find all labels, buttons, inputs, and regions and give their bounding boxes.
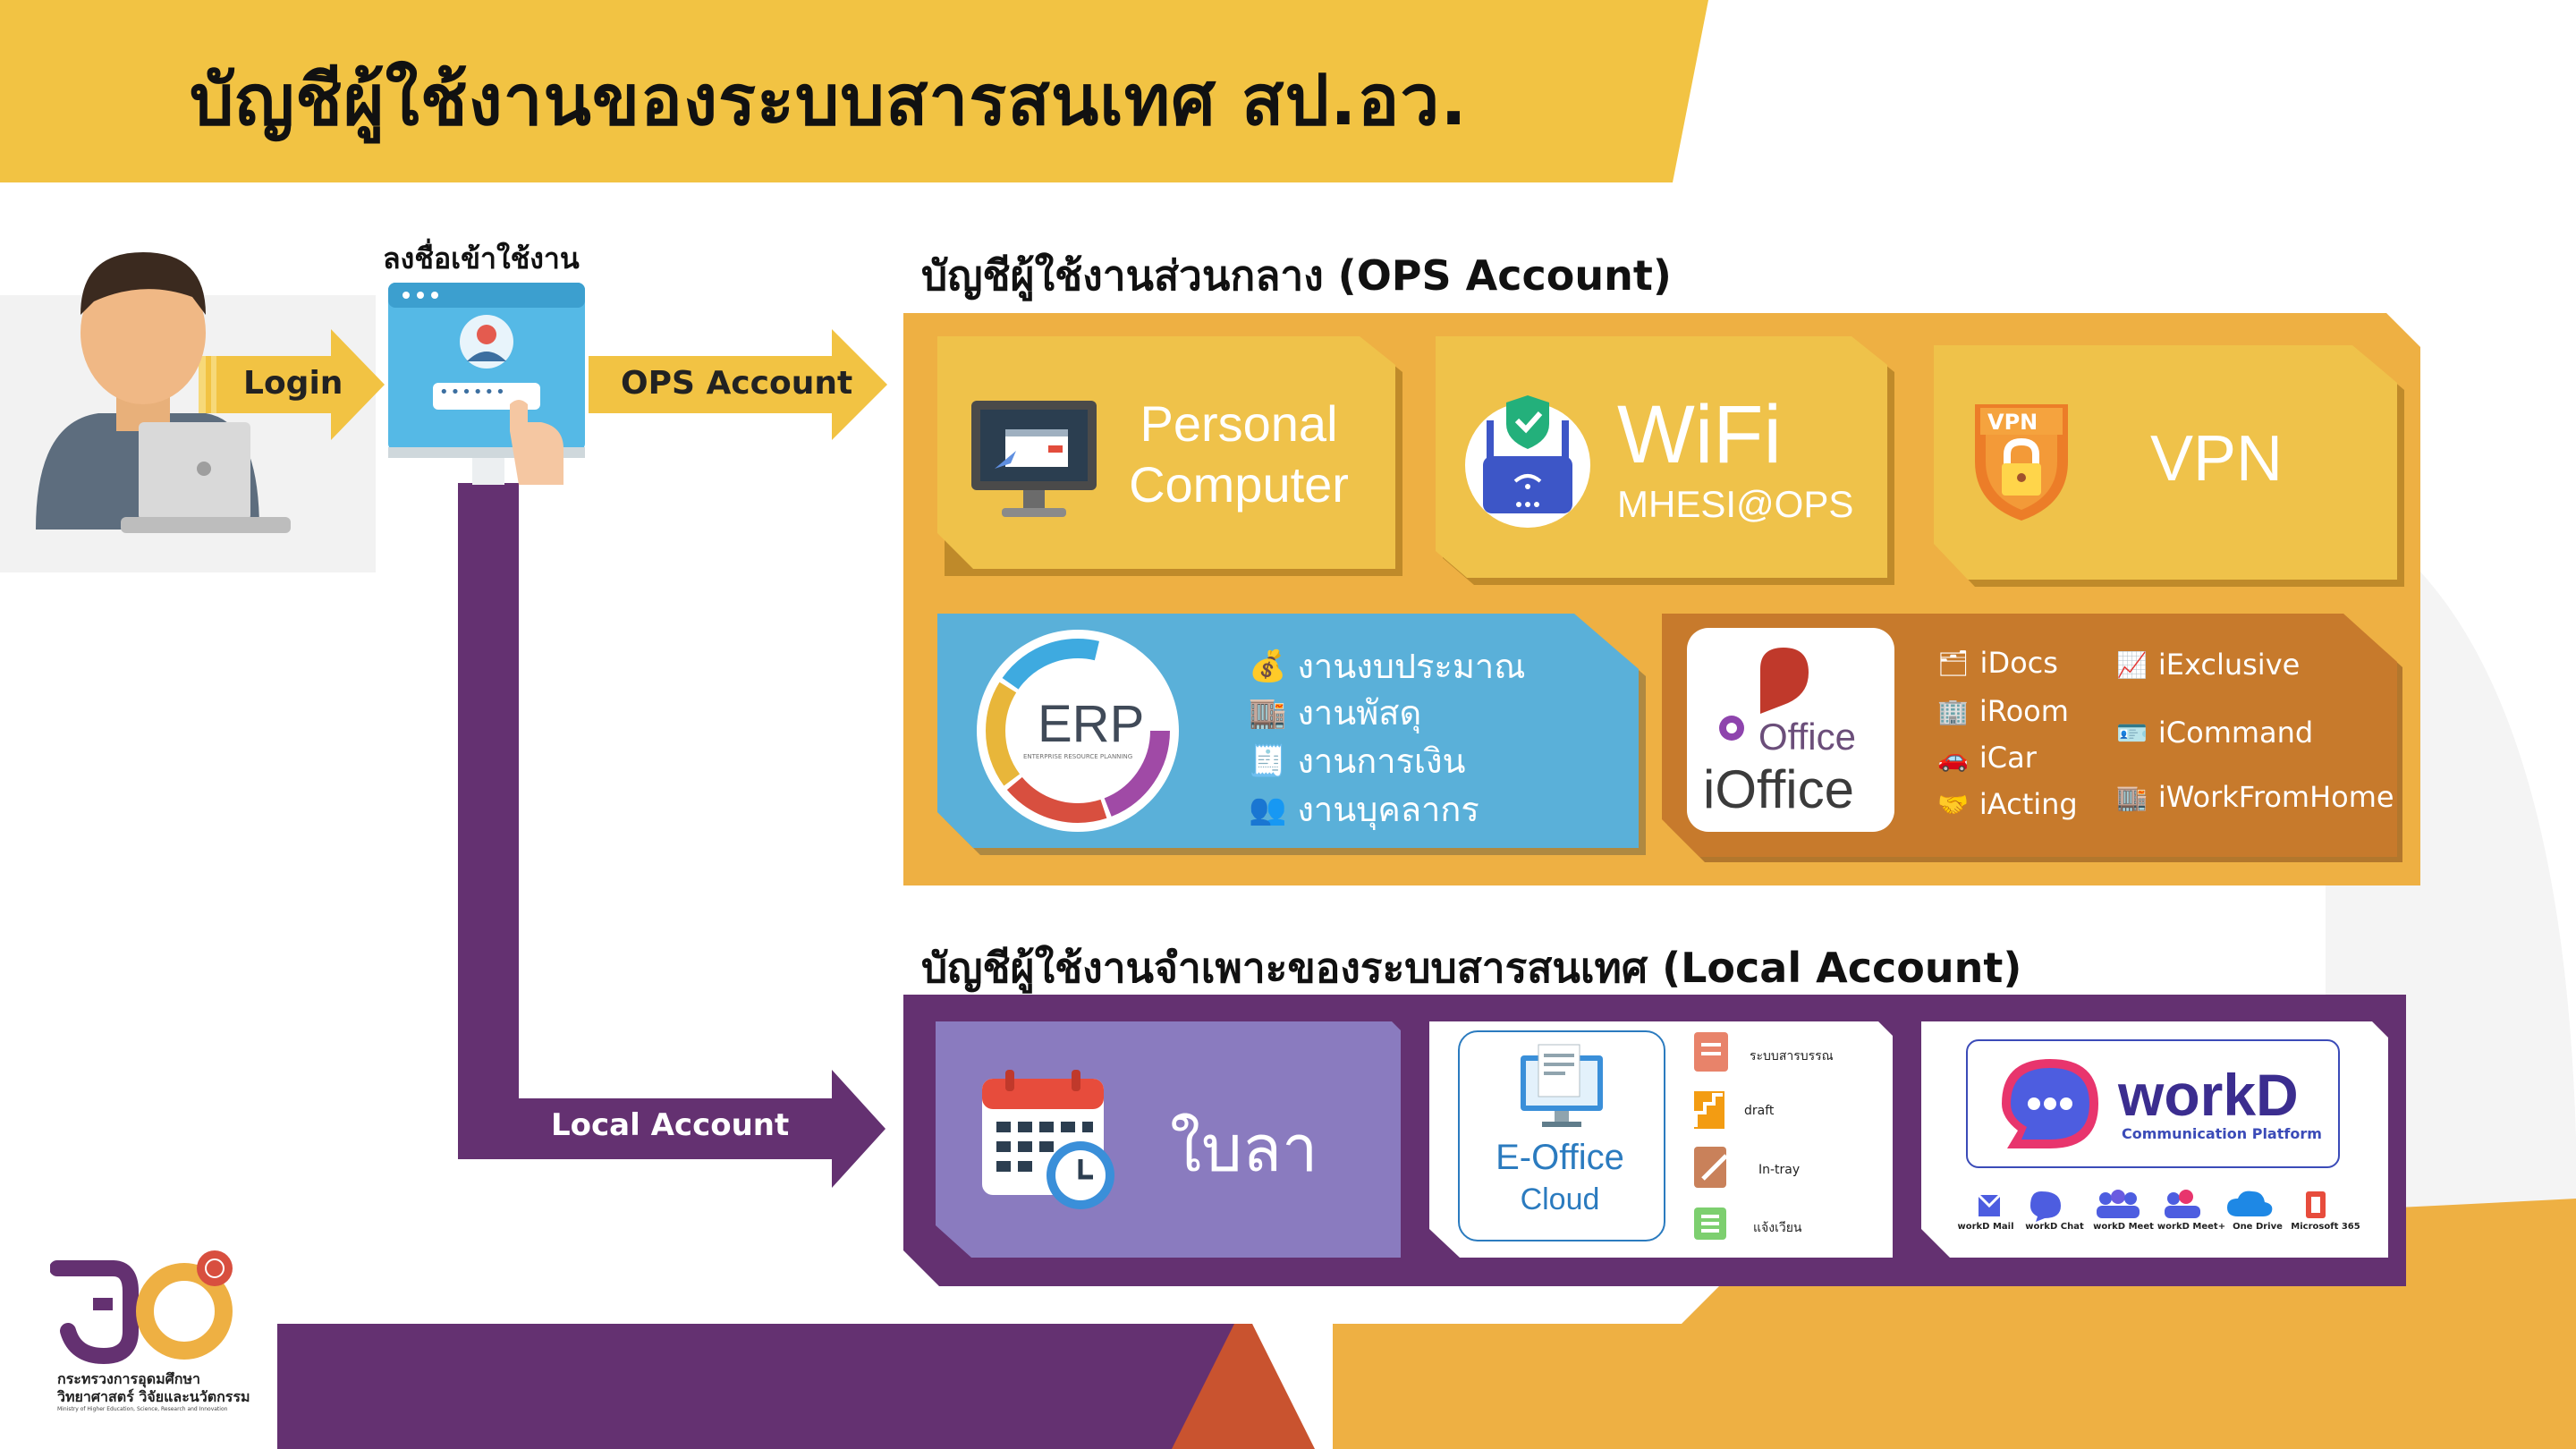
signin-label: ลงชื่อเข้าใช้งาน bbox=[383, 242, 580, 275]
wifi-router-icon bbox=[1465, 395, 1590, 528]
ministry-logo bbox=[50, 1250, 233, 1365]
leave-label: ใบลา bbox=[1170, 1114, 1318, 1185]
calendar-icon bbox=[982, 1070, 1114, 1209]
ops-arrow bbox=[589, 329, 887, 440]
ministry-name-en: Ministry of Higher Education, Science, R… bbox=[57, 1406, 228, 1412]
wifi-title: WiFi bbox=[1617, 389, 1782, 480]
wifi-ssid: MHESI@OPS bbox=[1617, 483, 1854, 525]
id-card-icon: 🪪 bbox=[2116, 717, 2148, 748]
people-icon: 👥 bbox=[1249, 791, 1287, 827]
eoffice-item-draft: draft bbox=[1744, 1104, 1775, 1118]
ioffice-logo-big: iOffice bbox=[1703, 759, 1854, 819]
eoffice-line1: E-Office bbox=[1496, 1138, 1624, 1177]
bottom-purple-band bbox=[277, 1324, 1297, 1449]
ioffice-iroom: 🏢iRoom bbox=[1937, 694, 2069, 728]
ioffice-logo-small: Office bbox=[1758, 716, 1856, 758]
signin-screen-icon bbox=[388, 283, 585, 485]
chart-icon: 📈 bbox=[2116, 649, 2148, 680]
vpn-badge: VPN bbox=[1987, 410, 2038, 435]
ioffice-iexclusive: 📈iExclusive bbox=[2116, 648, 2301, 682]
user-laptop-icon bbox=[36, 252, 291, 533]
invoice-icon: 🧾 bbox=[1249, 742, 1287, 779]
handshake-icon: 🤝 bbox=[1937, 789, 1969, 819]
pen-doc-icon bbox=[1694, 1147, 1726, 1188]
workd-app-meet: workD Meet bbox=[2093, 1222, 2154, 1232]
office-icon: 🏬 bbox=[2116, 782, 2148, 812]
erp-item-budget: 💰งานงบประมาณ bbox=[1249, 647, 1526, 686]
erp-item-supplies: 🏬งานพัสดุ bbox=[1249, 693, 1422, 733]
workd-tagline: Communication Platform bbox=[2122, 1125, 2322, 1142]
page-title: บัญชีผู้ใช้งานของระบบสารสนเทศ สป.อว. bbox=[190, 61, 1468, 141]
ministry-name-th-2: วิทยาศาสตร์ วิจัยและนวัตกรรม bbox=[57, 1388, 250, 1405]
pc-label-line2: Computer bbox=[1129, 456, 1349, 513]
ioffice-icommand: 🪪iCommand bbox=[2116, 716, 2314, 750]
ioffice-logo-mark bbox=[1719, 648, 1809, 741]
pc-label-line1: Personal bbox=[1140, 395, 1338, 452]
erp-logo-text: ERP bbox=[1038, 695, 1145, 753]
workd-app-chat: workD Chat bbox=[2025, 1222, 2084, 1232]
workd-logo-mark bbox=[2002, 1059, 2098, 1148]
eoffice-item-circular: แจ้งเวียน bbox=[1753, 1221, 1802, 1235]
header-band bbox=[0, 0, 1708, 182]
local-heading: บัญชีผู้ใช้งานจำเพาะของระบบสารสนเทศ (Loc… bbox=[921, 944, 2022, 992]
inbox-icon: 🗂 bbox=[1937, 648, 1970, 678]
ministry-name-th-1: กระทรวงการอุดมศึกษา bbox=[57, 1370, 200, 1387]
ioffice-icar: 🚗iCar bbox=[1937, 741, 2037, 775]
money-bag-icon: 💰 bbox=[1249, 648, 1287, 684]
car-icon: 🚗 bbox=[1937, 742, 1969, 773]
vpn-shield-icon bbox=[1975, 404, 2068, 521]
erp-item-personnel: 👥งานบุคลากร bbox=[1249, 790, 1479, 829]
warehouse-icon: 🏬 bbox=[1249, 694, 1287, 731]
local-flow-arrow bbox=[458, 483, 886, 1188]
erp-item-finance: 🧾งานการเงิน bbox=[1249, 741, 1466, 781]
vpn-label: VPN bbox=[2150, 423, 2284, 495]
vpn-tile bbox=[1934, 345, 2397, 580]
local-arrow-label: Local Account bbox=[551, 1107, 790, 1143]
workd-app-mail: workD Mail bbox=[1957, 1222, 2014, 1232]
ioffice-iworkfromhome: 🏬iWorkFromHome bbox=[2116, 780, 2394, 814]
stairs-icon bbox=[1694, 1091, 1724, 1129]
ioffice-iacting: 🤝iActing bbox=[1937, 787, 2078, 821]
erp-logo bbox=[977, 630, 1179, 832]
eoffice-item-icons bbox=[1694, 1032, 1728, 1240]
password-mask: •••••• bbox=[439, 383, 507, 402]
workd-app-m365: Microsoft 365 bbox=[2291, 1222, 2360, 1232]
building-icon: 🏢 bbox=[1937, 696, 1969, 726]
login-label: Login bbox=[243, 365, 343, 402]
ioffice-idocs: 🗂iDocs bbox=[1937, 646, 2058, 680]
workd-app-icons bbox=[1977, 1190, 2326, 1222]
ops-heading: บัญชีผู้ใช้งานส่วนกลาง (OPS Account) bbox=[921, 251, 1672, 300]
eoffice-line2: Cloud bbox=[1520, 1182, 1600, 1216]
ops-arrow-label: OPS Account bbox=[621, 365, 853, 402]
computer-icon bbox=[971, 401, 1097, 517]
eoffice-item-saraban: ระบบสารบรรณ bbox=[1750, 1049, 1834, 1063]
eoffice-item-intray: In-tray bbox=[1758, 1163, 1801, 1177]
workd-app-onedrive: One Drive bbox=[2233, 1222, 2283, 1232]
login-arrow bbox=[199, 329, 385, 440]
erp-logo-subtext: ENTERPRISE RESOURCE PLANNING bbox=[1023, 753, 1133, 760]
eoffice-monitor-icon bbox=[1521, 1044, 1603, 1127]
workd-app-meet-plus: workD Meet+ bbox=[2157, 1222, 2226, 1232]
workd-brand: workD bbox=[2118, 1062, 2299, 1128]
